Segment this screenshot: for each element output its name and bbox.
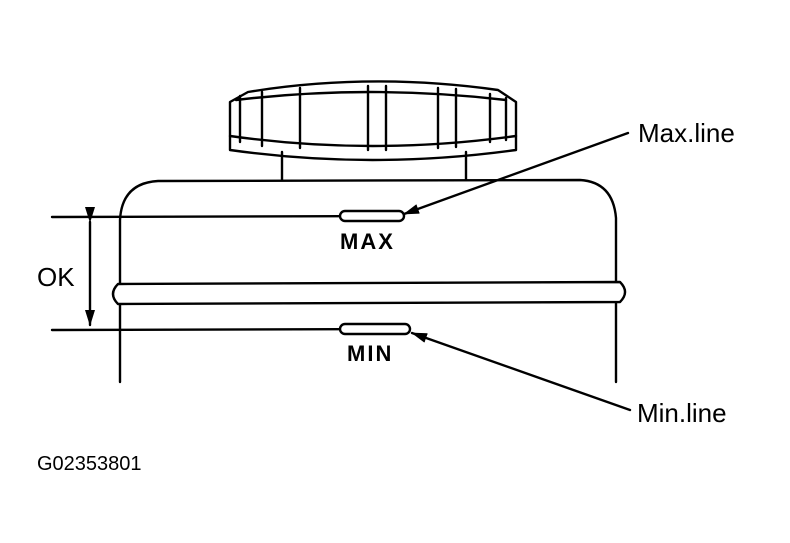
max-callout-leader — [402, 131, 630, 216]
reservoir-neck — [280, 150, 468, 182]
reservoir-seam — [111, 280, 627, 306]
ok-range-label: OK — [37, 262, 75, 292]
figure-code: G02353801 — [37, 453, 142, 475]
reservoir-body — [118, 178, 618, 384]
min-callout-leader — [410, 331, 632, 412]
reservoir-cap — [228, 80, 518, 162]
min-line-label: Min.line — [637, 398, 727, 428]
max-mark-text: MAX — [340, 229, 395, 254]
min-mark-text: MIN — [347, 341, 393, 366]
max-level-mark — [338, 209, 406, 223]
max-line-label: Max.line — [638, 118, 735, 148]
min-level-mark — [338, 322, 412, 336]
